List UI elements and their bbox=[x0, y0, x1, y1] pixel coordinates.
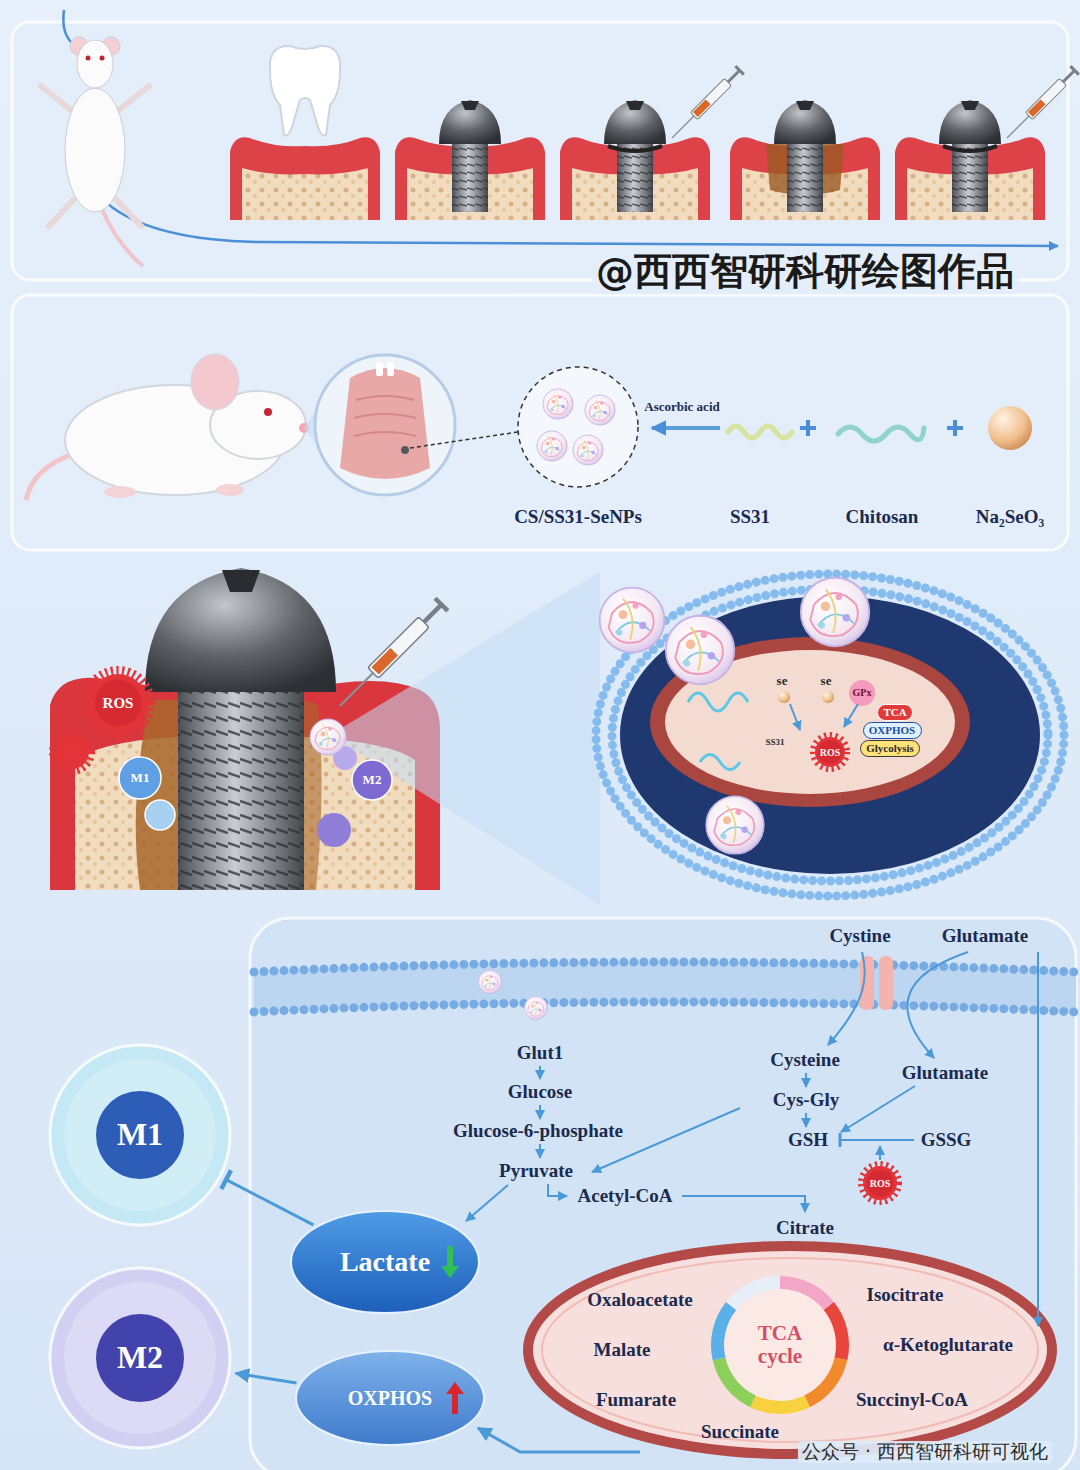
metabolite-label: α-Ketoglutarate bbox=[883, 1334, 1013, 1356]
metabolite-label: Cystine bbox=[829, 925, 890, 947]
metabolite-label: Glut1 bbox=[517, 1042, 563, 1064]
metabolite-ellipse-text: Lactate bbox=[340, 1247, 430, 1278]
reagent-label: Ascorbic acid bbox=[644, 400, 719, 415]
metabolite-label: Succinate bbox=[701, 1421, 779, 1443]
pathway-tag: TCA bbox=[877, 704, 913, 721]
element-label: se bbox=[777, 674, 788, 689]
metabolite-label: Fumarate bbox=[596, 1389, 676, 1411]
pathway-tag-text: Glycolysis bbox=[866, 742, 914, 754]
enzyme-label: GPx bbox=[853, 687, 872, 699]
metabolite-label: GSH bbox=[788, 1129, 828, 1151]
metabolite-label: Succinyl-CoA bbox=[856, 1389, 968, 1411]
watermark: @西西智研科研绘图作品 bbox=[592, 250, 1018, 294]
component-label: Na₂SeO₃ bbox=[976, 506, 1044, 528]
pathway-tag-text: TCA bbox=[883, 706, 906, 718]
promotion-connector bbox=[236, 1373, 297, 1383]
metabolite-label: GSSG bbox=[921, 1129, 972, 1151]
ros-particle: ROS bbox=[80, 665, 156, 741]
ros-particle: ROS bbox=[857, 1160, 903, 1206]
pathway-ellipse: OXPHOS bbox=[295, 1350, 485, 1446]
m2-macrophage-cell-text: M2 bbox=[117, 1340, 163, 1375]
metabolite-label: Glutamate bbox=[902, 1062, 989, 1084]
metabolite-label: Glucose-6-phosphate bbox=[453, 1120, 623, 1142]
metabolite-label: Citrate bbox=[776, 1217, 834, 1239]
metabolite-label: Acetyl-CoA bbox=[578, 1185, 673, 1207]
ros-particle-text: ROS bbox=[870, 1178, 891, 1189]
ros-particle: ROS bbox=[809, 731, 851, 773]
metabolite-label: Glutamate bbox=[942, 925, 1029, 947]
nanoparticle-label: CS/SS31-SeNPs bbox=[514, 506, 642, 528]
metabolite-ellipse: Lactate bbox=[290, 1210, 480, 1314]
metabolite-label: Glucose bbox=[508, 1081, 572, 1103]
tca-cycle-ring: TCA cycle bbox=[710, 1275, 850, 1415]
m1-macrophage-cell: M1 bbox=[48, 1043, 232, 1227]
m2-macrophage-cell: M2 bbox=[48, 1266, 232, 1450]
metabolite-label: Cys-Gly bbox=[773, 1089, 840, 1111]
m1-macrophage-text: M1 bbox=[131, 771, 150, 785]
pathway-tag: OXPHOS bbox=[863, 722, 922, 739]
tca-cycle-ring-text: TCA cycle bbox=[740, 1322, 820, 1368]
watermark: 公众号 · 西西智研科研可视化 bbox=[798, 1441, 1052, 1463]
m2-macrophage: M2 bbox=[351, 759, 393, 801]
m1-macrophage: M1 bbox=[118, 756, 162, 800]
ros-particle-text: ROS bbox=[820, 747, 841, 758]
element-label: se bbox=[821, 674, 832, 689]
metabolite-label: Isocitrate bbox=[866, 1284, 943, 1306]
metabolite-label: Malate bbox=[594, 1339, 651, 1361]
peptide-label: SS31 bbox=[765, 737, 784, 747]
m2-macrophage-text: M2 bbox=[363, 773, 382, 787]
metabolite-label: Oxaloacetate bbox=[587, 1289, 693, 1311]
pathway-ellipse-text: OXPHOS bbox=[348, 1387, 432, 1409]
component-label: Chitosan bbox=[846, 506, 919, 528]
metabolite-label: Pyruvate bbox=[499, 1160, 573, 1182]
ros-particle-text: ROS bbox=[103, 695, 134, 712]
pathway-tag: Glycolysis bbox=[860, 740, 920, 757]
pathway-tag-text: OXPHOS bbox=[869, 724, 915, 736]
metabolite-label: Cysteine bbox=[770, 1049, 840, 1071]
component-label: SS31 bbox=[730, 506, 770, 528]
inhibition-connector bbox=[226, 1180, 313, 1225]
m1-macrophage-cell-text: M1 bbox=[117, 1117, 163, 1152]
